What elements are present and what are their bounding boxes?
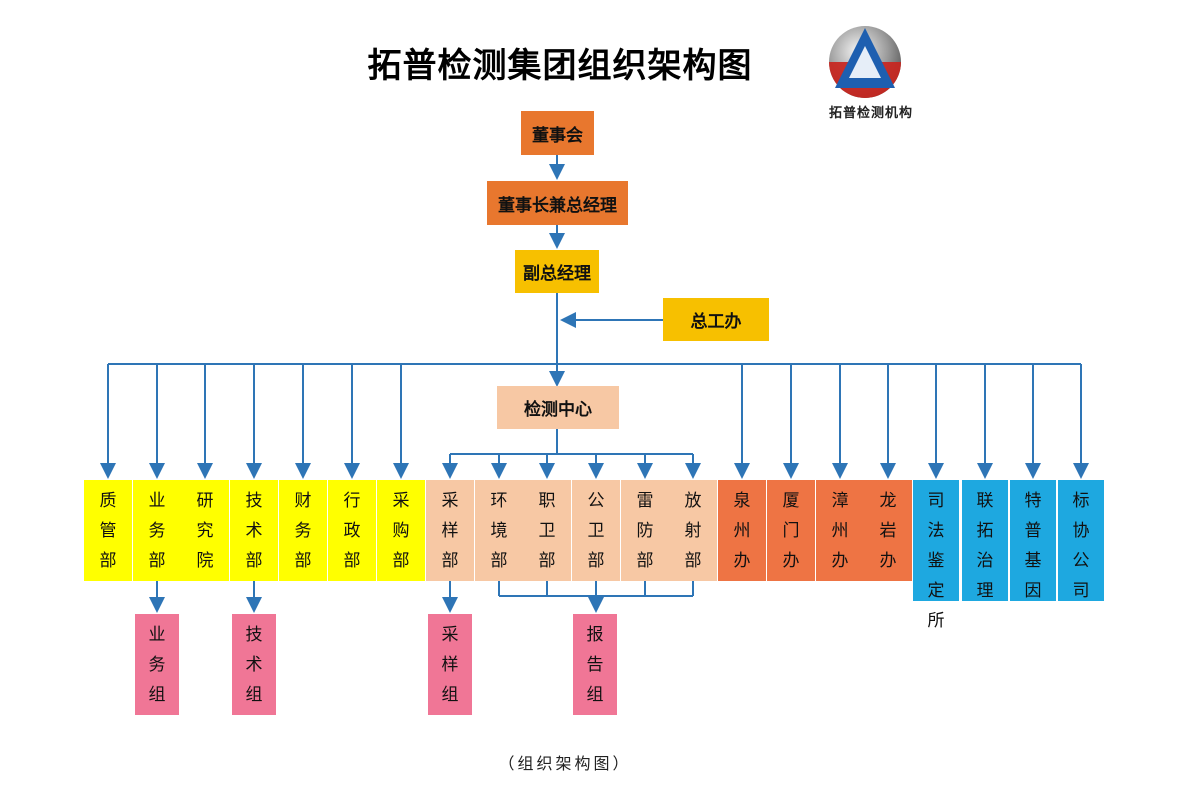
dept-yellow-0: 质管部 xyxy=(84,480,132,581)
logo-text: 拓普检测机构 xyxy=(828,106,913,121)
dept-blue-2: 特普基因 xyxy=(1010,480,1056,601)
node-chairman: 董事长兼总经理 xyxy=(487,181,628,225)
dept-coral-2: 漳州办 xyxy=(816,480,864,581)
dept-yellow-3: 技术部 xyxy=(230,480,278,581)
dept-yellow-6: 采购部 xyxy=(377,480,425,581)
dept-yellow-5: 行政部 xyxy=(328,480,376,581)
node-board: 董事会 xyxy=(521,111,594,155)
group-0: 业务组 xyxy=(135,614,179,715)
node-testing-center: 检测中心 xyxy=(497,386,619,429)
dept-yellow-1: 业务部 xyxy=(133,480,181,581)
logo-icon xyxy=(829,26,901,98)
group-3: 报告组 xyxy=(573,614,617,715)
dept-peach-2: 职卫部 xyxy=(523,480,571,581)
dept-blue-3: 标协公司 xyxy=(1058,480,1104,601)
dept-coral-3: 龙岩办 xyxy=(864,480,912,581)
node-chief-engineer-office: 总工办 xyxy=(663,298,769,341)
dept-peach-0: 采样部 xyxy=(426,480,474,581)
dept-coral-0: 泉州办 xyxy=(718,480,766,581)
dept-coral-1: 厦门办 xyxy=(767,480,815,581)
dept-peach-3: 公卫部 xyxy=(572,480,620,581)
dept-peach-4: 雷防部 xyxy=(621,480,669,581)
group-1: 技术组 xyxy=(232,614,276,715)
dept-blue-0: 司法鉴定所 xyxy=(913,480,959,631)
dept-peach-5: 放射部 xyxy=(669,480,717,581)
diagram-caption: （组织架构图） xyxy=(498,754,632,773)
dept-yellow-4: 财务部 xyxy=(279,480,327,581)
group-2: 采样组 xyxy=(428,614,472,715)
dept-blue-1: 联拓治理 xyxy=(962,480,1008,601)
dept-yellow-2: 研究院 xyxy=(181,480,229,581)
node-deputy: 副总经理 xyxy=(515,250,599,293)
dept-peach-1: 环境部 xyxy=(475,480,523,581)
page-title: 拓普检测集团组织架构图 xyxy=(367,46,753,86)
